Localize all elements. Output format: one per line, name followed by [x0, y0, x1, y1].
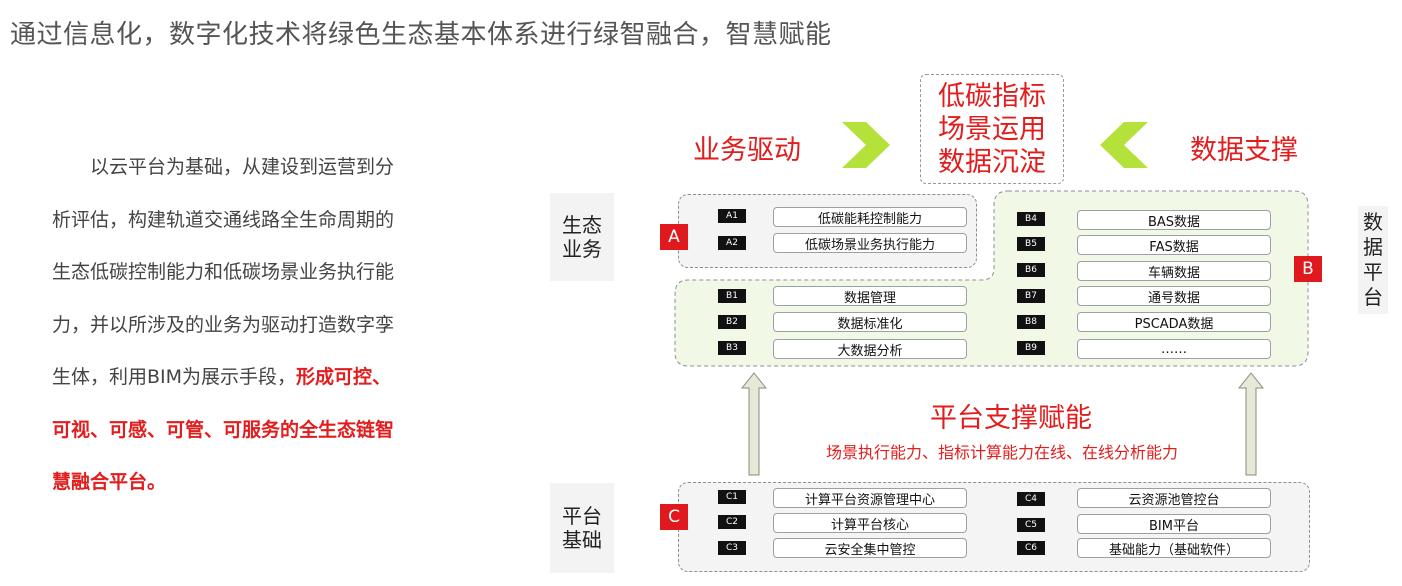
item-more-data: ……: [1077, 339, 1271, 359]
group-b-tag: B: [1294, 256, 1322, 282]
paragraph-highlight-line: 可视、可感、可管、可服务的全生态链智: [52, 418, 395, 441]
item-code-b2: B2: [718, 315, 746, 329]
item-data-standardization: 数据标准化: [773, 312, 967, 332]
item-big-data-analysis: 大数据分析: [773, 339, 967, 359]
item-cloud-pool-console: 云资源池管控台: [1077, 488, 1271, 508]
item-code-c6: C6: [1017, 541, 1045, 555]
item-bim-platform: BIM平台: [1077, 514, 1271, 534]
paragraph-line: 以云平台为基础，从建设到运营到分: [52, 156, 395, 178]
item-signal-data: 通号数据: [1077, 286, 1271, 306]
data-platform-label: 数 据 平 台: [1358, 206, 1388, 314]
label-char: 平: [1363, 260, 1383, 284]
ecology-business-group: [678, 194, 977, 268]
label-line: 基础: [562, 528, 602, 552]
platform-enablement-title: 平台支撑赋能: [930, 403, 1092, 434]
item-code-b3: B3: [718, 341, 746, 355]
group-c-tag: C: [660, 504, 688, 530]
item-code-a2: A2: [718, 236, 746, 250]
label-char: 数: [1363, 210, 1383, 234]
item-base-capability: 基础能力（基础软件）: [1077, 538, 1271, 558]
right-chevron-icon: [842, 122, 890, 168]
item-compute-core: 计算平台核心: [773, 513, 967, 533]
data-support-label: 数据支撑: [1190, 135, 1298, 166]
summary-line: 低碳指标: [938, 80, 1046, 112]
summary-line: 场景运用: [938, 113, 1046, 145]
item-data-management: 数据管理: [773, 286, 967, 306]
label-char: 台: [1363, 285, 1383, 309]
item-bas-data: BAS数据: [1077, 210, 1271, 230]
item-vehicle-data: 车辆数据: [1077, 261, 1271, 281]
paragraph-line: 慧融合平台。: [52, 456, 462, 509]
group-a-tag: A: [660, 224, 688, 250]
label-line: 业务: [562, 237, 602, 261]
label-line: 生态: [562, 213, 602, 237]
item-code-c4: C4: [1017, 492, 1045, 506]
item-code-a1: A1: [718, 209, 746, 223]
item-code-b6: B6: [1017, 263, 1045, 277]
item-code-b4: B4: [1017, 212, 1045, 226]
ecology-business-label: 生态 业务: [550, 193, 614, 281]
label-line: 平台: [562, 504, 602, 528]
paragraph-text: 生体，利用BIM为展示手段，: [52, 366, 297, 388]
business-driver-label: 业务驱动: [693, 135, 801, 166]
paragraph-line: 力，并以所涉及的业务为驱动打造数字孪: [52, 313, 395, 336]
label-char: 据: [1363, 235, 1383, 259]
item-low-carbon-scenario-execution: 低碳场景业务执行能力: [773, 233, 967, 253]
paragraph-highlight: 形成可控、: [296, 366, 392, 388]
item-code-c3: C3: [718, 541, 746, 555]
item-code-b8: B8: [1017, 315, 1045, 329]
item-pscada-data: PSCADA数据: [1077, 312, 1271, 332]
item-code-c2: C2: [718, 515, 746, 529]
paragraph-line: 生态低碳控制能力和低碳场景业务执行能: [52, 261, 395, 283]
platform-foundation-label: 平台 基础: [550, 483, 614, 573]
item-code-b1: B1: [718, 289, 746, 303]
left-chevron-icon: [1100, 122, 1148, 168]
item-code-b7: B7: [1017, 289, 1045, 303]
item-compute-resource-center: 计算平台资源管理中心: [773, 488, 967, 508]
item-low-carbon-energy-control: 低碳能耗控制能力: [773, 207, 967, 227]
paragraph-tail: 。: [147, 471, 167, 493]
item-fas-data: FAS数据: [1077, 235, 1271, 255]
description-paragraph: 以云平台为基础，从建设到运营到分 析评估，构建轨道交通线路全生命周期的 生态低碳…: [52, 141, 462, 509]
item-cloud-security-control: 云安全集中管控: [773, 538, 967, 558]
item-code-b9: B9: [1017, 341, 1045, 355]
item-code-c1: C1: [718, 490, 746, 504]
paragraph-highlight: 慧融合平台: [52, 471, 148, 493]
up-arrow-right-icon: [1238, 372, 1264, 476]
up-arrow-left-icon: [741, 372, 767, 476]
item-code-b5: B5: [1017, 237, 1045, 251]
paragraph-line: 析评估，构建轨道交通线路全生命周期的: [52, 208, 395, 231]
paragraph-line: 生体，利用BIM为展示手段，形成可控、: [52, 351, 462, 404]
platform-enablement-subtitle: 场景执行能力、指标计算能力在线、在线分析能力: [826, 443, 1179, 462]
item-code-c5: C5: [1017, 518, 1045, 532]
page-title: 通过信息化，数字化技术将绿色生态基本体系进行绿智融合，智慧赋能: [10, 20, 832, 50]
summary-line: 数据沉淀: [938, 146, 1046, 178]
top-summary-box: 低碳指标 场景运用 数据沉淀: [920, 74, 1064, 184]
